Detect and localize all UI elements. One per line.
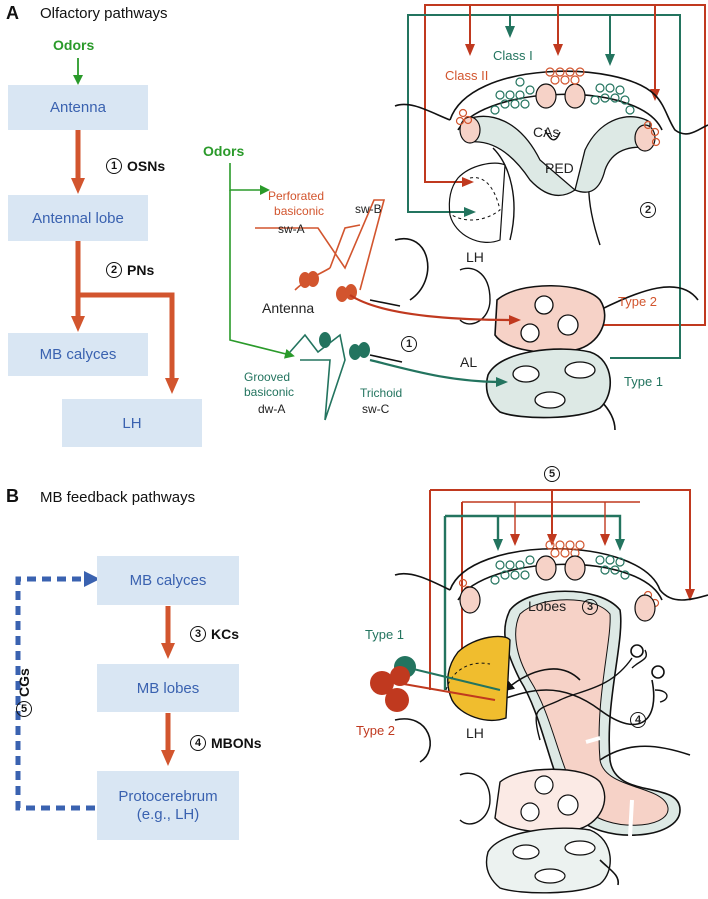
step-mbons-number: 4 — [190, 735, 206, 751]
diagram-a-circle-1: 1 — [401, 336, 417, 352]
diagram-a-type-1: Type 1 — [624, 374, 664, 389]
type2-cell-body-a — [370, 671, 394, 695]
diagram-a-class-ii: Class II — [445, 68, 489, 83]
box-lh: LH — [62, 399, 202, 447]
box-b-mb-calyces: MB calyces — [97, 556, 239, 605]
diagram-a-cas: CAs — [533, 124, 560, 140]
lh-yellow-shape — [447, 635, 511, 721]
diagram-a-sw-b: sw-B — [355, 202, 382, 216]
type2-cell-body-c — [390, 666, 410, 686]
diagram-b-lobes: Lobes — [528, 598, 567, 614]
diagram-a-type1-line — [407, 14, 681, 359]
box-antennal-lobe: Antennal lobe — [8, 195, 148, 241]
step-kcs: 3 KCs — [190, 626, 239, 642]
step-kcs-label: KCs — [211, 626, 240, 642]
diagram-a-sw-a: sw-A — [278, 222, 305, 236]
box-mb-calyces: MB calyces — [8, 333, 148, 376]
step-pns: 2 PNs — [106, 262, 154, 278]
diagram-b-circle-4: 4 — [630, 712, 646, 728]
step-pns-number: 2 — [106, 262, 122, 278]
step-mbons: 4 MBONs — [190, 735, 262, 751]
diagram-a-type2-line — [424, 4, 706, 326]
panel-a-title: Olfactory pathways — [40, 5, 168, 22]
step-osns-number: 1 — [106, 158, 122, 174]
panel-a-letter: A — [6, 3, 19, 23]
diagram-a-class-i: Class I — [493, 48, 533, 63]
diagram-a-trichoid: Trichoid — [360, 386, 403, 400]
diagram-b-type-1: Type 1 — [365, 627, 405, 642]
panel-b-letter: B — [6, 486, 19, 506]
step-pns-label: PNs — [127, 262, 155, 278]
diagram-a-dw-a: dw-A — [258, 402, 286, 416]
diagram-b-circle-3: 3 — [582, 599, 598, 615]
diagram-a-odors: Odors — [203, 143, 245, 159]
diagram-a-lh: LH — [466, 249, 484, 265]
diagram-a-ped: PED — [545, 160, 574, 176]
box-b-protocerebrum: Protocerebrum (e.g., LH) — [97, 771, 239, 840]
panel-b-title: MB feedback pathways — [40, 489, 196, 506]
box-antenna: Antenna — [8, 85, 148, 130]
diagram-a-perforated-basiconic: Perforated basiconic — [268, 189, 325, 218]
box-b-mb-lobes: MB lobes — [97, 664, 239, 712]
panel-a-odors-label: Odors — [53, 37, 95, 53]
diagram-b-circle-5: 5 — [544, 466, 560, 482]
diagram-a-antenna: Antenna — [262, 300, 315, 316]
type2-cell-body-b — [385, 688, 409, 712]
diagram-a-sw-c: sw-C — [362, 402, 390, 416]
diagram-a-grooved-basiconic: Grooved basiconic — [244, 370, 295, 399]
step-osns: 1 OSNs — [106, 158, 165, 174]
diagram-b-lh: LH — [466, 725, 484, 741]
step-mbons-label: MBONs — [211, 735, 262, 751]
step-kcs-number: 3 — [190, 626, 206, 642]
diagram-b-type-2: Type 2 — [356, 723, 396, 738]
diagram-a-circle-2: 2 — [640, 202, 656, 218]
step-osns-label: OSNs — [127, 158, 166, 174]
diagram-a-al: AL — [460, 354, 478, 370]
diagram-a-type-2: Type 2 — [618, 294, 658, 309]
